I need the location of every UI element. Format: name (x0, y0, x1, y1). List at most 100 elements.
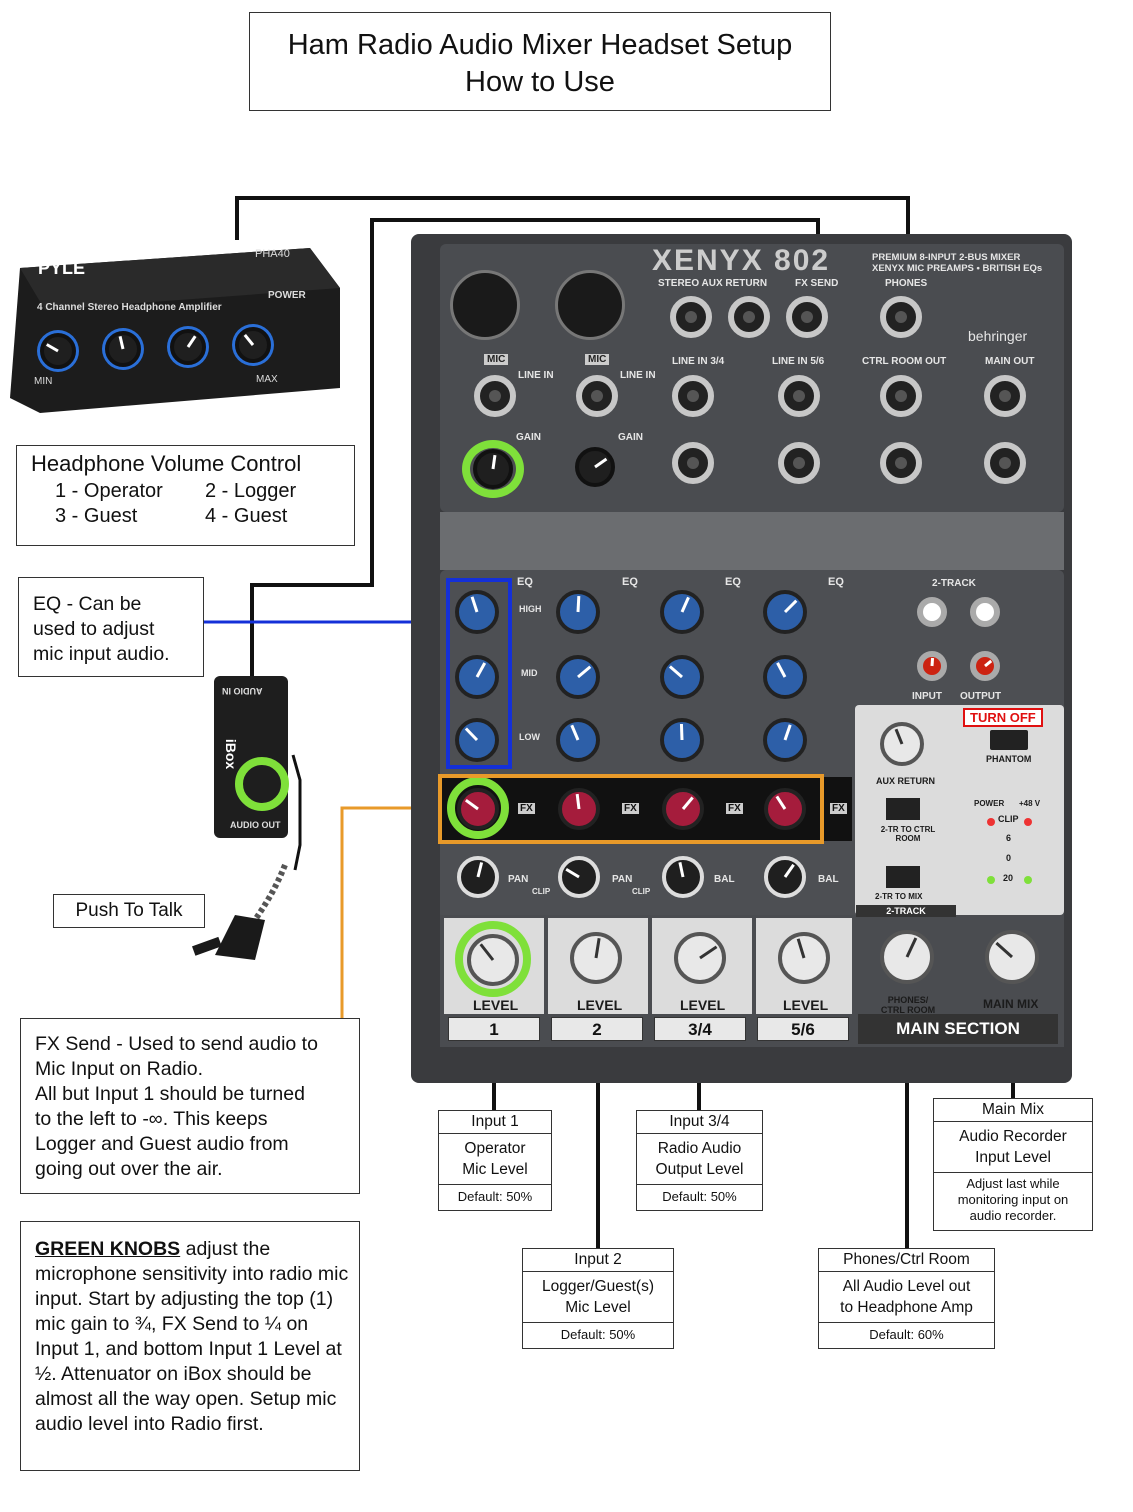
knob-pointer (186, 335, 197, 348)
callout-line: Operator (464, 1140, 526, 1157)
callout-line: Audio Recorder (959, 1128, 1067, 1145)
behringer-logo: behringer (968, 328, 1028, 344)
line-56-r-jack[interactable] (778, 442, 820, 484)
two-track-in-r[interactable] (917, 651, 947, 681)
headphone-item: 3 - Guest (55, 505, 138, 527)
ch4-low-knob[interactable] (763, 718, 807, 762)
fx-send-jack[interactable] (786, 296, 828, 338)
meter-clip: CLIP (998, 814, 1019, 824)
phones-ctrl-room-label: PHONES/ CTRL ROOM (880, 995, 936, 1015)
pan-label-2: PAN (612, 874, 633, 885)
fx-highlight-box (438, 774, 824, 844)
ch3-high-knob[interactable] (660, 590, 704, 634)
ch4-fx-knob[interactable] (764, 788, 806, 830)
push-to-talk-label: Push To Talk (53, 894, 205, 928)
headphone-volume-box: Headphone Volume Control 1 - Operator 2 … (16, 445, 355, 546)
line-34-r-jack[interactable] (672, 442, 714, 484)
high-label: HIGH (519, 604, 542, 614)
ibox-audio-in: AUDIO IN (222, 686, 263, 696)
phones-label: PHONES (885, 278, 928, 289)
line-in-1-jack[interactable] (474, 375, 516, 417)
amp-knob-4[interactable] (235, 327, 271, 363)
phones-ctrl-room-knob[interactable] (880, 930, 934, 984)
fx-note-line: to the left to -∞. This keeps (35, 1108, 268, 1130)
ibox-attenuator-green-ring[interactable] (235, 757, 289, 811)
fx-send-note: FX Send - Used to send audio to Mic Inpu… (20, 1018, 360, 1194)
ch3-low-knob[interactable] (660, 718, 704, 762)
gain-2-knob[interactable] (575, 447, 615, 487)
ch1-high-knob[interactable] (455, 590, 499, 634)
ch2-pan-knob[interactable] (558, 856, 600, 898)
amp-knob-3[interactable] (170, 329, 206, 365)
two-track-in-l[interactable] (917, 597, 947, 627)
clip-led-l (987, 818, 995, 826)
two-tr-mix-switch[interactable] (886, 866, 920, 888)
ch3-mid-knob[interactable] (660, 655, 704, 699)
title-line-2: How to Use (465, 66, 615, 98)
callout-default: Default: 50% (457, 1189, 533, 1204)
line-56-l-jack[interactable] (778, 375, 820, 417)
ch2-high-knob[interactable] (556, 590, 600, 634)
gain-2-label: GAIN (618, 432, 643, 443)
ch2-level-knob[interactable] (570, 932, 622, 984)
ch4-level-knob[interactable] (778, 932, 830, 984)
mic-2-xlr[interactable] (555, 270, 625, 340)
ch1-low-knob[interactable] (455, 718, 499, 762)
eq-highlight-box (446, 578, 512, 769)
fx-note-line: Mic Input on Radio. (35, 1058, 204, 1080)
ctrl-room-r-jack[interactable] (880, 442, 922, 484)
knob-pointer (679, 723, 684, 741)
ch1-mid-knob[interactable] (455, 655, 499, 699)
two-track-out-r[interactable] (970, 651, 1000, 681)
ch3-fx-knob[interactable] (662, 788, 704, 830)
line-in-2-jack[interactable] (576, 375, 618, 417)
ch2-low-knob[interactable] (556, 718, 600, 762)
ch2-fx-knob[interactable] (558, 788, 600, 830)
amp-knob-1[interactable] (40, 333, 76, 369)
meter-6: 6 (1006, 833, 1012, 843)
main-mix-knob[interactable] (985, 930, 1039, 984)
gain-1-label: GAIN (516, 432, 541, 443)
level-label-4: LEVEL (783, 997, 829, 1013)
line-34-l-jack[interactable] (672, 375, 714, 417)
two-track-out-l[interactable] (970, 597, 1000, 627)
fx-label-2: FX (622, 803, 639, 814)
phantom-switch[interactable] (990, 730, 1028, 750)
mixer-tagline-2: XENYX MIC PREAMPS • BRITISH EQs (872, 263, 1043, 274)
main-out-r-jack[interactable] (984, 442, 1026, 484)
fx-label-1: FX (518, 803, 535, 814)
ch2-mid-knob[interactable] (556, 655, 600, 699)
mic-1-xlr[interactable] (450, 270, 520, 340)
gain-1-green-ring[interactable] (462, 440, 524, 498)
ch1-pan-knob[interactable] (457, 856, 499, 898)
headphone-item: 4 - Guest (205, 505, 288, 527)
aux-return-l-jack[interactable] (670, 296, 712, 338)
two-tr-ctrl-switch[interactable] (886, 798, 920, 820)
knob-pointer (984, 659, 993, 668)
fx-label-3: FX (726, 803, 743, 814)
title-line-1: Ham Radio Audio Mixer Headset Setup (287, 29, 793, 61)
phones-jack[interactable] (880, 296, 922, 338)
knob-pointer (118, 336, 125, 350)
ctrl-room-l-jack[interactable] (880, 375, 922, 417)
two-track-strip-label: 2-TRACK (856, 905, 956, 917)
main-out-l-jack[interactable] (984, 375, 1026, 417)
main-out-label: MAIN OUT (985, 356, 1035, 367)
main-mix-label: MAIN MIX (983, 997, 1039, 1011)
ibox-audio-out: AUDIO OUT (230, 820, 281, 830)
ch4-high-knob[interactable] (763, 590, 807, 634)
ch3-bal-knob[interactable] (662, 856, 704, 898)
callout-phones: Phones/Ctrl Room All Audio Level out to … (818, 1248, 995, 1349)
mixer-strip (440, 512, 1064, 570)
level1-green-ring[interactable] (455, 921, 531, 997)
amp-knob-2[interactable] (105, 331, 141, 367)
ch4-bal-knob[interactable] (764, 856, 806, 898)
ch4-mid-knob[interactable] (763, 655, 807, 699)
aux-return-r-jack[interactable] (728, 296, 770, 338)
mic-1-label: MIC (484, 354, 509, 365)
aux-return-knob[interactable] (880, 722, 924, 766)
headphone-amplifier: PYLE PHA40 POWER 4 Channel Stereo Headph… (10, 248, 340, 413)
fx1-green-ring[interactable] (447, 777, 509, 839)
knob-pointer (594, 938, 601, 959)
ch3-level-knob[interactable] (674, 932, 726, 984)
